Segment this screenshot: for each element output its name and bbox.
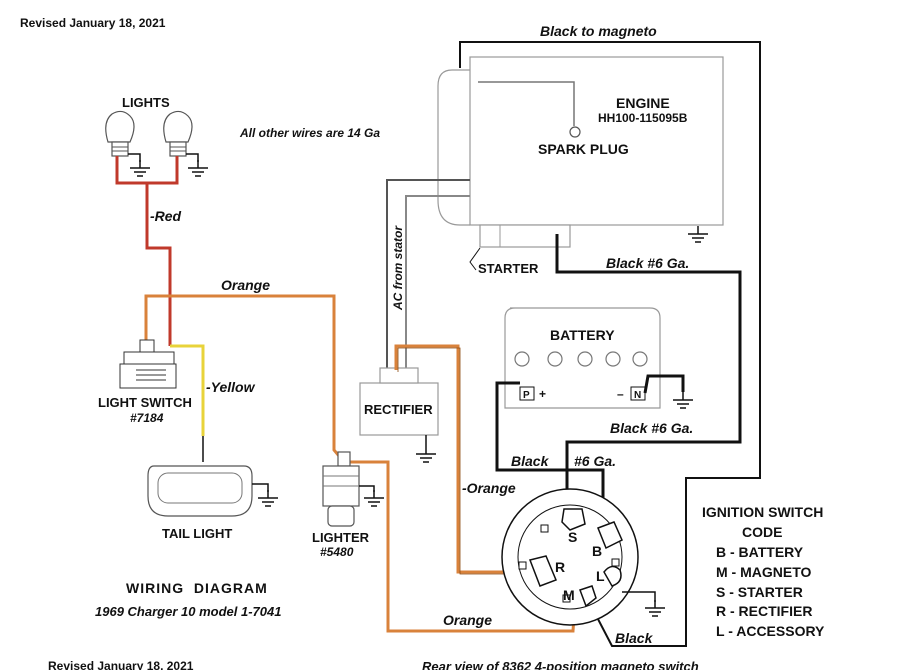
wire-ac-stator-1	[386, 179, 470, 370]
terminal-l-icon	[603, 565, 622, 587]
terminal-b-label: B	[592, 543, 602, 559]
code-item-rectifier: R - RECTIFIER	[716, 603, 812, 619]
battery-plus: +	[539, 387, 546, 401]
diagram-subtitle: 1969 Charger 10 model 1-7041	[95, 604, 281, 619]
terminal-s-icon	[561, 508, 586, 531]
orange-bottom-label: Orange	[443, 612, 492, 628]
black-to-magneto-label: Black to magneto	[540, 23, 657, 39]
wire-orange-rectifier	[394, 344, 548, 574]
right-bulb-ground-icon	[187, 159, 209, 177]
black-6ga-short-label: #6 Ga.	[574, 453, 616, 469]
wire-ac-stator-2	[405, 195, 470, 370]
diagram-title: WIRING DIAGRAM	[126, 580, 268, 596]
rectifier-label: RECTIFIER	[364, 402, 433, 417]
code-item-starter: S - STARTER	[716, 584, 803, 600]
black-6ga-top-label: Black #6 Ga.	[606, 255, 689, 271]
lighter-label: LIGHTER	[312, 530, 370, 545]
rectifier-ground-icon	[415, 445, 437, 463]
light-switch-part: #7184	[130, 411, 164, 425]
lighter-ground-icon	[363, 489, 385, 507]
wire-black-battery	[495, 381, 605, 522]
wire-battery-ground	[643, 374, 685, 394]
battery-pos-terminal: P	[523, 390, 530, 401]
tail-light-ground-icon	[257, 489, 279, 507]
spark-plug-icon	[478, 81, 581, 138]
black-6ga-mid-label: Black #6 Ga.	[610, 420, 693, 436]
lighter-part: #5480	[320, 545, 354, 559]
black-left-label: Black	[511, 453, 550, 469]
battery-ground-icon	[672, 391, 694, 409]
code-title-1: IGNITION SWITCH	[702, 504, 823, 520]
lighter-icon	[322, 451, 360, 527]
terminal-m-label: M	[563, 587, 575, 603]
ignition-ground-icon	[644, 599, 666, 617]
battery-neg-terminal: N	[634, 390, 641, 401]
battery	[504, 307, 661, 409]
yellow-wire-label: -Yellow	[206, 379, 256, 395]
code-item-battery: B - BATTERY	[716, 544, 804, 560]
right-bulb-icon	[163, 110, 193, 157]
terminal-r-label: R	[555, 559, 565, 575]
wire-gauge-note: All other wires are 14 Ga	[239, 126, 380, 140]
lights-label: LIGHTS	[122, 95, 170, 110]
bottom-caption: Rear view of 8362 4-position magneto swi…	[422, 659, 699, 670]
terminal-b-icon	[597, 521, 623, 550]
left-bulb-ground-icon	[129, 159, 151, 177]
engine-model: HH100-115095B	[598, 111, 688, 125]
battery-minus: –	[617, 387, 624, 401]
code-item-magneto: M - MAGNETO	[716, 564, 812, 580]
orange-mid-label: -Orange	[462, 480, 516, 496]
wire-orange-top	[144, 294, 346, 463]
light-switch-icon	[119, 339, 177, 389]
wire-yellow	[170, 344, 205, 436]
orange-top-label: Orange	[221, 277, 270, 293]
light-switch-label: LIGHT SWITCH	[98, 395, 192, 410]
engine-title: ENGINE	[616, 95, 670, 111]
rectifier	[359, 367, 439, 436]
ac-from-stator-label: AC from stator	[391, 225, 405, 311]
red-wire-label: -Red	[150, 208, 182, 224]
starter-lead	[469, 247, 481, 271]
terminal-m-icon	[579, 585, 597, 608]
code-item-accessory: L - ACCESSORY	[716, 623, 825, 639]
engine	[437, 56, 724, 248]
terminal-r-icon	[528, 555, 557, 587]
ignition-switch	[501, 488, 639, 626]
code-title-2: CODE	[742, 524, 782, 540]
engine-ground-icon	[687, 225, 709, 243]
black-bottom-label: Black	[615, 630, 654, 646]
tail-light-icon	[147, 465, 253, 517]
terminal-s-label: S	[568, 529, 577, 545]
terminal-l-label: L	[596, 568, 605, 584]
revised-date-top: Revised January 18, 2021	[20, 16, 166, 30]
starter-label: STARTER	[478, 261, 539, 276]
tail-light-label: TAIL LIGHT	[162, 526, 232, 541]
left-bulb-icon	[105, 110, 135, 157]
spark-plug-label: SPARK PLUG	[538, 141, 629, 157]
battery-title: BATTERY	[550, 327, 615, 343]
wire-black-magneto	[459, 41, 761, 647]
revised-date-bottom: Revised January 18, 2021	[48, 659, 194, 670]
